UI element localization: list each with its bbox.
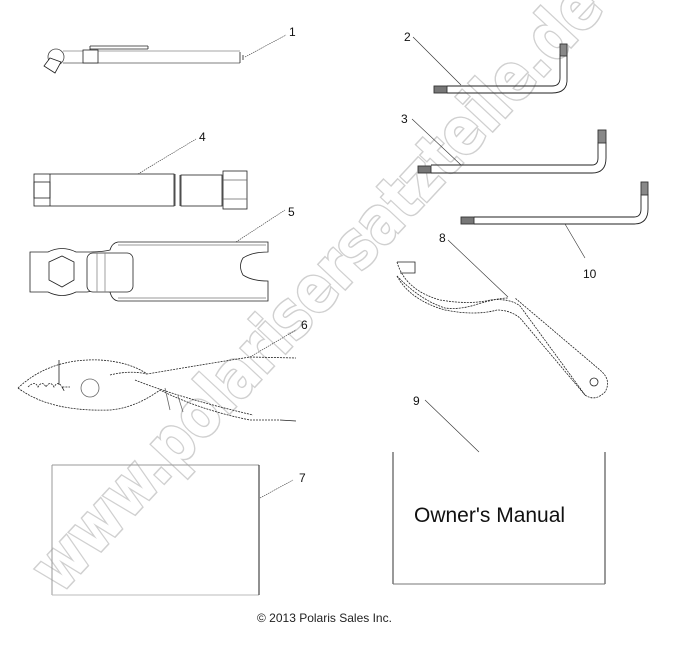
leader-10	[564, 223, 586, 259]
copyright-notice: © 2013 Polaris Sales Inc.	[257, 611, 392, 625]
part-3-hex-key	[417, 129, 607, 174]
part-6-pliers	[17, 356, 297, 422]
leader-1	[244, 34, 287, 58]
leader-7	[259, 479, 294, 499]
part-1-handle	[43, 45, 244, 74]
part-7-tool-pouch	[51, 464, 260, 596]
leader-8	[447, 239, 509, 298]
leader-5	[235, 209, 286, 243]
owners-manual-title: Owner's Manual	[414, 504, 565, 527]
callout-8: 8	[439, 231, 446, 245]
callout-7: 7	[299, 471, 306, 485]
part-5-wrench	[29, 241, 269, 302]
leader-6	[249, 329, 297, 358]
part-2-hex-key	[433, 43, 568, 94]
callout-10: 10	[583, 267, 597, 281]
leader-3	[411, 118, 462, 166]
part-8-spanner-wrench	[396, 261, 608, 399]
part-10-hex-key	[460, 181, 649, 225]
callout-1: 1	[289, 25, 296, 39]
callout-6: 6	[301, 318, 308, 332]
leader-9	[424, 399, 480, 453]
part-9-owners-manual	[392, 452, 606, 585]
part-4-socket-wrench	[33, 170, 248, 210]
callout-5: 5	[288, 205, 295, 219]
callout-3: 3	[401, 112, 408, 126]
leader-2	[412, 36, 462, 86]
callout-4: 4	[199, 130, 206, 144]
callout-9: 9	[413, 394, 420, 408]
leader-4	[137, 138, 197, 175]
callout-2: 2	[404, 30, 411, 44]
